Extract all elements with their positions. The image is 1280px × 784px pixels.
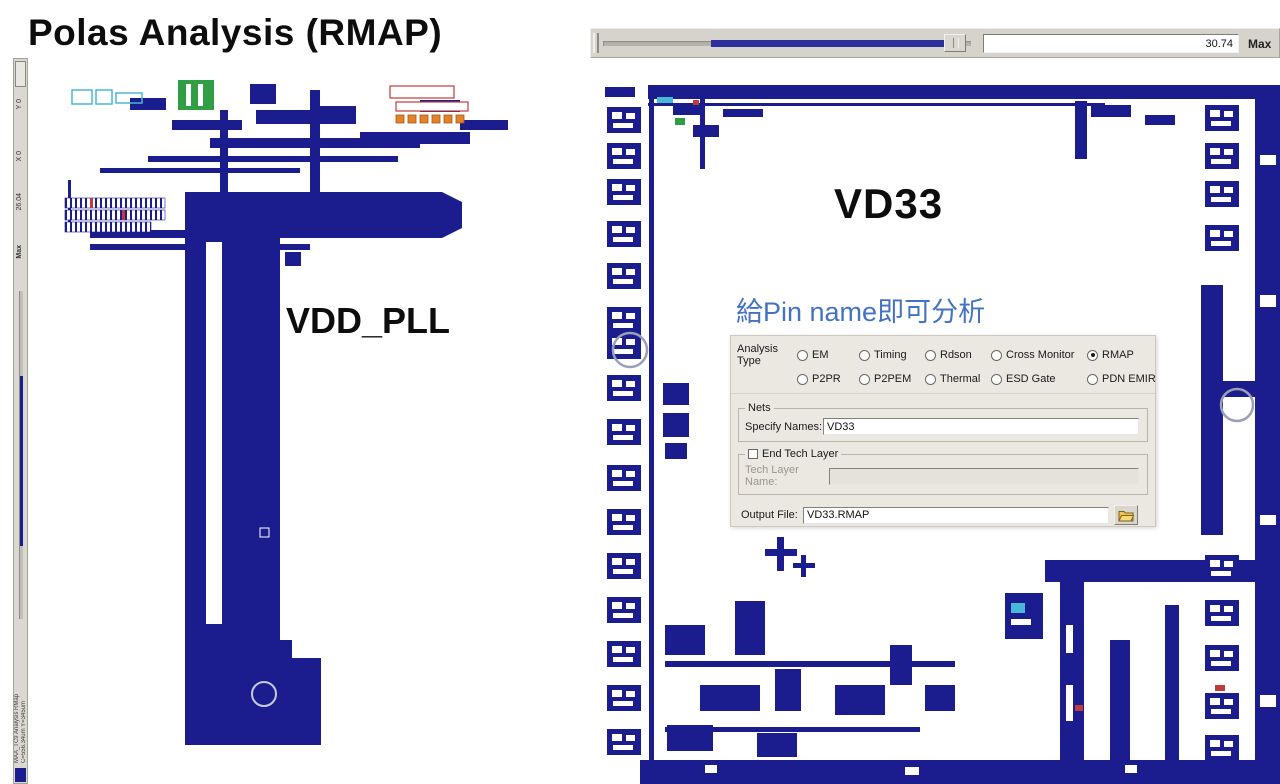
radio-icon xyxy=(925,349,936,361)
radio-icon xyxy=(925,373,936,385)
specify-names-input[interactable] xyxy=(823,418,1139,435)
ruler-slider-fill[interactable] xyxy=(20,376,23,546)
tech-layer-name-input xyxy=(829,467,1139,485)
slider-track[interactable] xyxy=(603,34,971,52)
left-ruler-bar[interactable]: Y 0 X 0 26.04 Max MAA_TC9 Analysis RMap … xyxy=(13,58,28,784)
ruler-bottom-chip xyxy=(15,768,26,782)
page-title: Polas Analysis (RMAP) xyxy=(28,12,443,53)
ruler-x-label: X 0 xyxy=(16,151,23,162)
radio-thermal[interactable]: Thermal xyxy=(925,373,991,385)
nets-group-label: Nets xyxy=(748,402,771,414)
slider-handle[interactable] xyxy=(944,34,966,52)
toolbar-grip[interactable] xyxy=(593,33,599,53)
output-file-label: Output File: xyxy=(741,509,798,521)
analysis-dialog: Analysis Type EM Timing Rdson Cross Moni… xyxy=(730,335,1156,527)
ruler-status-app: MAA_TC9 Analysis RMap xyxy=(14,693,20,763)
radio-label: EM xyxy=(812,349,829,361)
checkbox-icon xyxy=(748,449,758,459)
radio-p2pem[interactable]: P2PEM xyxy=(859,373,925,385)
radio-label: RMAP xyxy=(1102,349,1134,361)
nets-group: Nets Specify Names: xyxy=(738,402,1148,442)
radio-label: P2PEM xyxy=(874,373,912,385)
radio-label: P2PR xyxy=(812,373,841,385)
browse-button[interactable] xyxy=(1114,505,1138,525)
radio-label: ESD Gate xyxy=(1006,373,1056,385)
radio-label: PDN EMIR xyxy=(1102,373,1156,385)
net-label-vdd-pll: VDD_PLL xyxy=(286,300,451,341)
slider-value-field[interactable] xyxy=(983,34,1239,53)
slider-fill xyxy=(711,40,948,47)
radio-icon xyxy=(1087,349,1098,361)
pin-name-annotation: 給Pin name即可分析 xyxy=(736,297,986,327)
tech-layer-group: End Tech Layer Tech Layer Name: xyxy=(738,448,1148,495)
radio-icon xyxy=(859,373,870,385)
tech-layer-name-label: Tech Layer Name: xyxy=(745,464,799,488)
ruler-slider-track[interactable] xyxy=(19,291,23,619)
output-file-input[interactable] xyxy=(803,506,1109,524)
radio-pdn-emir[interactable]: PDN EMIR xyxy=(1087,373,1156,385)
analysis-type-group: Analysis Type EM Timing Rdson Cross Moni… xyxy=(731,336,1156,394)
folder-icon xyxy=(1118,510,1134,521)
radio-icon xyxy=(1087,373,1098,385)
net-label-vd33: VD33 xyxy=(834,180,944,227)
ruler-y-label: Y 0 xyxy=(16,99,23,110)
radio-label: Rdson xyxy=(940,349,972,361)
radio-icon xyxy=(991,349,1002,361)
radio-esd-gate[interactable]: ESD Gate xyxy=(991,373,1087,385)
ruler-status-coords: C=556.34um Y=345um xyxy=(21,701,27,763)
end-tech-layer-label: End Tech Layer xyxy=(762,448,839,460)
radio-icon xyxy=(797,373,808,385)
radio-icon xyxy=(859,349,870,361)
radio-label: Timing xyxy=(874,349,907,361)
ruler-max-label: Max xyxy=(16,245,23,259)
slider-max-label: Max xyxy=(1248,37,1272,51)
specify-names-label: Specify Names: xyxy=(745,420,823,433)
ruler-value: 26.04 xyxy=(16,193,23,211)
radio-label: Cross Monitor xyxy=(1006,349,1075,361)
analysis-type-label: Analysis Type xyxy=(737,343,778,367)
radio-cross-monitor[interactable]: Cross Monitor xyxy=(991,349,1087,361)
radio-timing[interactable]: Timing xyxy=(859,349,925,361)
left-layout-canvas xyxy=(64,80,508,745)
radio-icon xyxy=(797,349,808,361)
radio-rdson[interactable]: Rdson xyxy=(925,349,991,361)
radio-rmap[interactable]: RMAP xyxy=(1087,349,1156,361)
zoom-toolbar: Max xyxy=(590,28,1280,58)
ruler-top-box[interactable] xyxy=(15,61,26,87)
radio-p2pr[interactable]: P2PR xyxy=(797,373,859,385)
radio-icon xyxy=(991,373,1002,385)
radio-label: Thermal xyxy=(940,373,981,385)
radio-em[interactable]: EM xyxy=(797,349,859,361)
end-tech-layer-checkbox[interactable]: End Tech Layer xyxy=(748,448,838,460)
right-layout-canvas xyxy=(605,85,1280,784)
